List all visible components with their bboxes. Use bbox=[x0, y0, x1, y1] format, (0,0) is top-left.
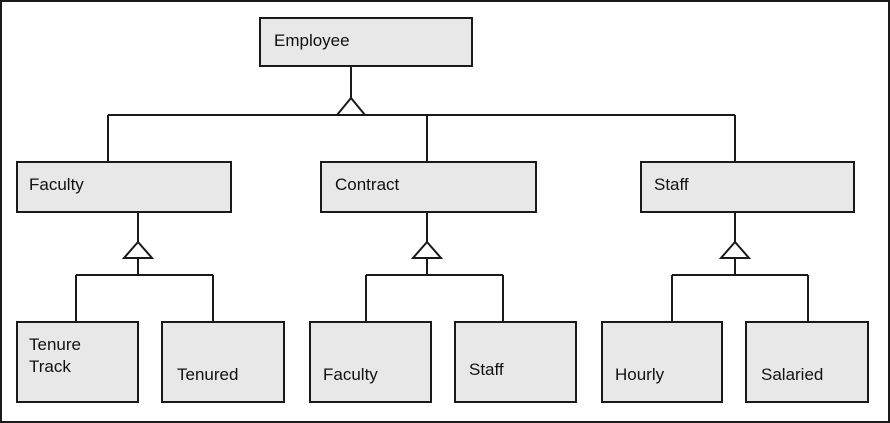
salaried-box: Salaried bbox=[745, 321, 869, 403]
tenured-label: Tenured bbox=[177, 365, 238, 384]
staff-connectors bbox=[671, 212, 809, 322]
root-inheritance-triangle-icon bbox=[334, 96, 368, 116]
employee-box: Employee bbox=[259, 17, 473, 67]
contract-label: Contract bbox=[335, 175, 400, 194]
hourly-box: Hourly bbox=[601, 321, 723, 403]
contract-connectors bbox=[365, 212, 504, 322]
faculty-label: Faculty bbox=[29, 175, 84, 194]
contract-box: Contract bbox=[320, 161, 537, 213]
contract-faculty-box: Faculty bbox=[309, 321, 432, 403]
contract-staff-box: Staff bbox=[454, 321, 577, 403]
staff-label: Staff bbox=[654, 175, 689, 194]
root-connectors bbox=[107, 66, 736, 162]
salaried-label: Salaried bbox=[761, 365, 823, 384]
contract-inheritance-triangle-icon bbox=[410, 240, 444, 259]
tenured-box: Tenured bbox=[161, 321, 285, 403]
contract-faculty-label: Faculty bbox=[323, 365, 378, 384]
staff-box: Staff bbox=[640, 161, 855, 213]
faculty-box: Faculty bbox=[16, 161, 232, 213]
label-line: Tenure bbox=[29, 335, 81, 354]
staff-inheritance-triangle-icon bbox=[718, 240, 752, 259]
label-line: Track bbox=[29, 357, 71, 376]
faculty-connectors bbox=[75, 212, 214, 322]
hourly-label: Hourly bbox=[615, 365, 665, 384]
faculty-inheritance-triangle-icon bbox=[121, 240, 155, 259]
employee-label: Employee bbox=[274, 31, 350, 50]
contract-staff-label: Staff bbox=[469, 360, 504, 379]
